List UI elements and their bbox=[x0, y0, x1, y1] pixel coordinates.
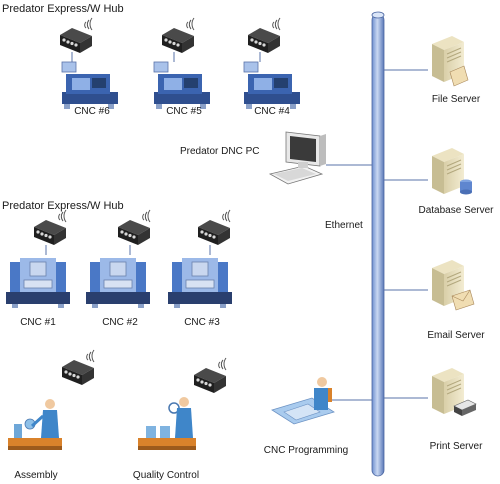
cnc-programming-icon bbox=[271, 377, 335, 425]
hub-label: Predator Express/W Hub bbox=[2, 200, 124, 212]
server-label: Print Server bbox=[429, 441, 483, 452]
hub-icon bbox=[161, 17, 195, 54]
hub-icon bbox=[59, 17, 93, 54]
cnc-mill-icon bbox=[167, 257, 233, 309]
cnc-label: CNC #4 bbox=[254, 106, 290, 117]
hub-icon bbox=[117, 209, 151, 246]
hub-icon bbox=[61, 349, 95, 386]
hub-icon bbox=[247, 17, 281, 54]
ethernet-pipe bbox=[371, 13, 385, 477]
hub-icon bbox=[193, 357, 227, 394]
email-server-icon bbox=[431, 259, 475, 311]
assembly-station-icon bbox=[8, 399, 62, 450]
cnc-mill-icon bbox=[85, 257, 151, 309]
file-server-icon bbox=[431, 35, 469, 87]
ethernet-label: Ethernet bbox=[325, 220, 363, 231]
server-label: Database Server bbox=[418, 205, 494, 216]
cnc-label: CNC #2 bbox=[102, 317, 138, 328]
hub-icon bbox=[33, 209, 67, 246]
print-server-icon bbox=[431, 367, 477, 416]
station-label: Assembly bbox=[14, 470, 58, 481]
dnc-pc-label: Predator DNC PC bbox=[180, 146, 260, 157]
connection-lines bbox=[326, 69, 428, 401]
cnc-mill-icon bbox=[5, 257, 71, 309]
cnc-label: CNC #5 bbox=[166, 106, 202, 117]
cnc-lathe-icon bbox=[61, 61, 119, 110]
database-server-icon bbox=[431, 147, 472, 195]
station-label: Quality Control bbox=[132, 470, 200, 481]
station-label: CNC Programming bbox=[263, 445, 349, 456]
server-label: File Server bbox=[431, 94, 481, 105]
desktop-computer-icon bbox=[268, 131, 326, 185]
hub-icon bbox=[197, 209, 231, 246]
cnc-label: CNC #1 bbox=[20, 317, 56, 328]
cnc-label: CNC #6 bbox=[74, 106, 110, 117]
server-label: Email Server bbox=[427, 330, 485, 341]
cnc-lathe-icon bbox=[243, 61, 301, 110]
quality-control-icon bbox=[138, 397, 196, 450]
hub-label: Predator Express/W Hub bbox=[2, 3, 124, 15]
cnc-label: CNC #3 bbox=[184, 317, 220, 328]
cnc-lathe-icon bbox=[153, 61, 211, 110]
